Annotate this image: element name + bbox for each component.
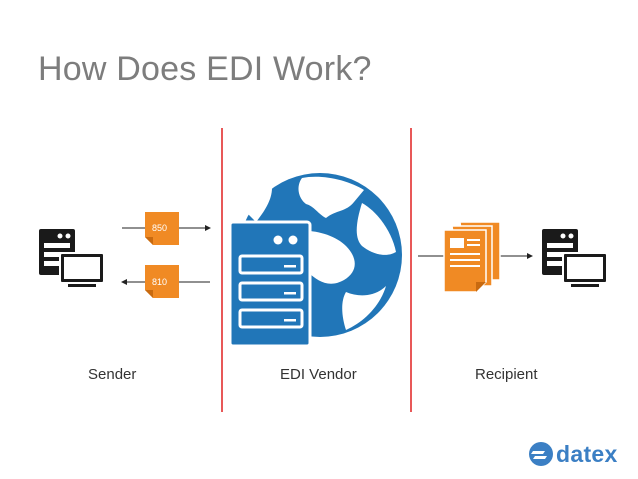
- recipient-computer-icon: [542, 229, 608, 287]
- datex-logo: datex: [528, 440, 618, 468]
- document-810-label: 810: [152, 277, 167, 287]
- caption-sender: Sender: [88, 366, 137, 383]
- sender-computer-icon: [39, 229, 105, 287]
- caption-recipient: Recipient: [475, 366, 538, 383]
- document-stack-icon: [443, 221, 501, 293]
- vendor-server-icon: [228, 220, 312, 348]
- datex-logo-text: datex: [556, 440, 618, 467]
- caption-edi-vendor: EDI Vendor: [280, 366, 357, 383]
- document-850: 850: [145, 212, 179, 245]
- document-810: 810: [145, 265, 179, 298]
- datex-logo-mark-icon: [529, 442, 553, 466]
- slide-title: How Does EDI Work?: [38, 50, 372, 88]
- document-850-label: 850: [152, 223, 167, 233]
